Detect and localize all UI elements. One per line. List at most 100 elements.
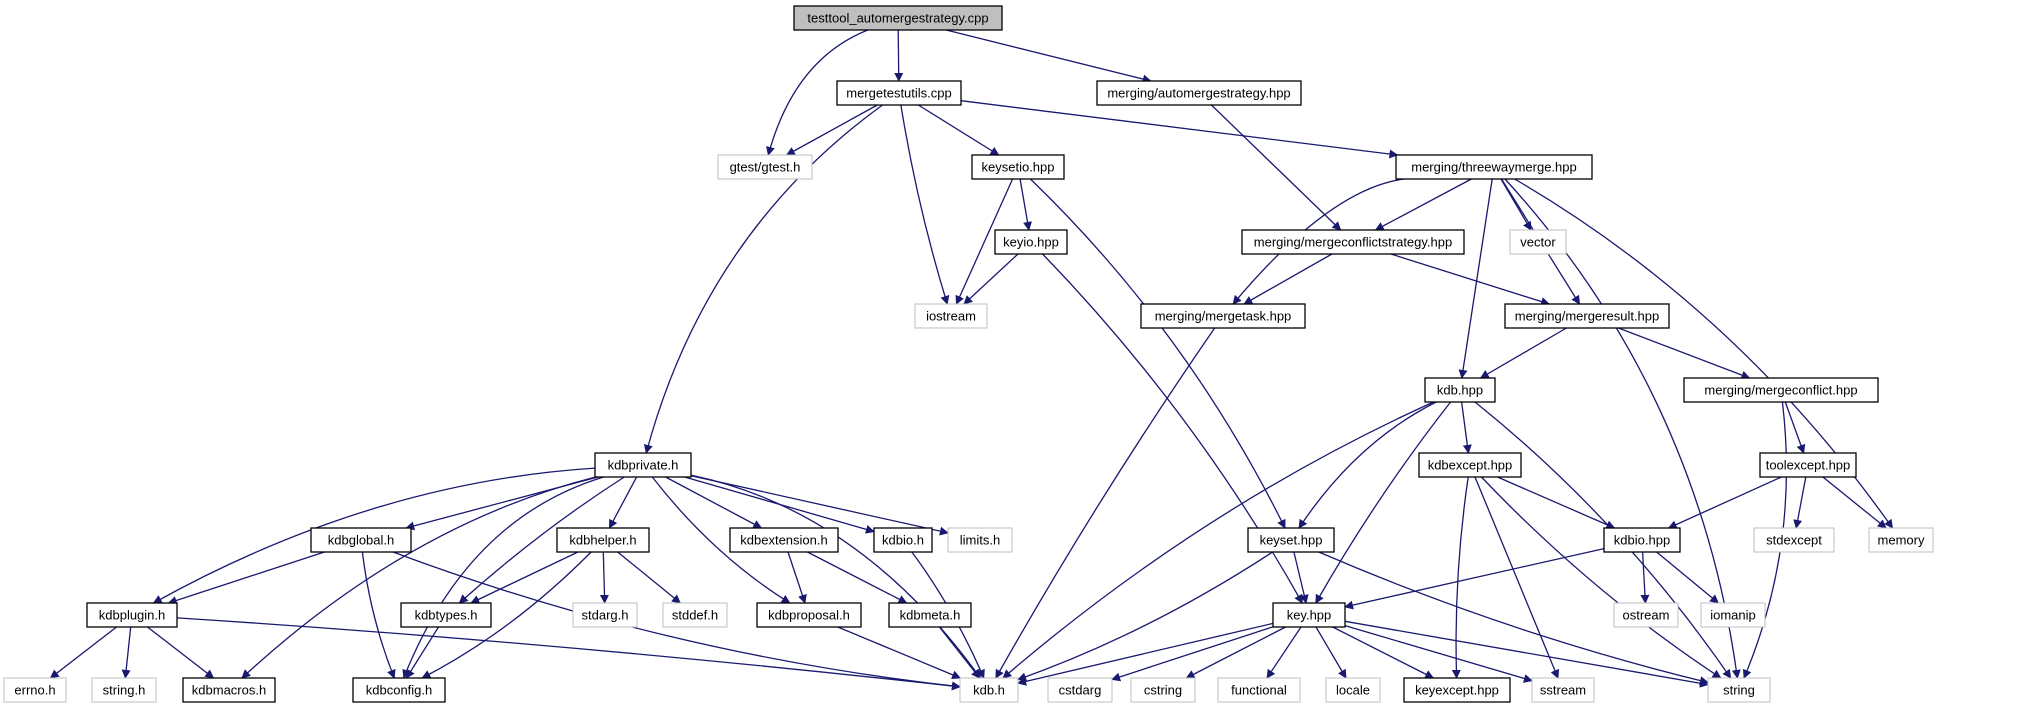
node-box bbox=[971, 154, 1065, 180]
edge-kdbhelper-to-stddef bbox=[617, 551, 681, 604]
node-string: string bbox=[1707, 677, 1771, 703]
node-root[interactable]: testtool_automergestrategy.cpp bbox=[793, 5, 1003, 31]
node-automergestrategy[interactable]: merging/automergestrategy.hpp bbox=[1096, 80, 1302, 106]
node-kdbexcept[interactable]: kdbexcept.hpp bbox=[1418, 452, 1522, 478]
node-box bbox=[756, 602, 862, 628]
edge-keysetio-to-iostream bbox=[955, 178, 1014, 305]
node-kdbhpp[interactable]: kdb.hpp bbox=[1424, 377, 1496, 403]
node-sstream: sstream bbox=[1531, 677, 1595, 703]
node-gtest: gtest/gtest.h bbox=[717, 154, 813, 180]
node-box bbox=[994, 229, 1068, 255]
node-kdbmacros[interactable]: kdbmacros.h bbox=[182, 677, 276, 703]
node-mergeconflict[interactable]: merging/mergeconflict.hpp bbox=[1683, 377, 1879, 403]
node-keyhpp[interactable]: key.hpp bbox=[1272, 602, 1346, 628]
node-box bbox=[1531, 677, 1595, 703]
node-mergeconflictstrategy[interactable]: merging/mergeconflictstrategy.hpp bbox=[1241, 229, 1465, 255]
edge-keyhpp-to-cstdarg bbox=[1111, 626, 1274, 682]
edge-kdbglobal-to-kdbplugin bbox=[167, 551, 325, 605]
node-box bbox=[1753, 527, 1835, 553]
edge-kdbio_hpp-to-ostream bbox=[1640, 551, 1650, 604]
edge-kdbhelper-to-stdarg bbox=[599, 551, 609, 604]
node-kdbconfig[interactable]: kdbconfig.h bbox=[352, 677, 446, 703]
node-keyset[interactable]: keyset.hpp bbox=[1247, 527, 1335, 553]
edge-mergetestutils-to-gtest bbox=[785, 104, 878, 156]
node-label: keysetio.hpp bbox=[982, 160, 1055, 175]
edge-kdbprivate-to-kdbconfig bbox=[402, 476, 604, 679]
node-kdbtypes[interactable]: kdbtypes.h bbox=[400, 602, 492, 628]
edge-kdbmeta-to-kdb_h bbox=[938, 626, 981, 679]
node-box bbox=[1509, 229, 1567, 255]
node-box bbox=[1603, 527, 1681, 553]
node-label: locale bbox=[1336, 683, 1370, 698]
node-limits: limits.h bbox=[947, 527, 1013, 553]
edge-mergetestutils-to-kdbprivate bbox=[643, 104, 883, 454]
node-mergetestutils[interactable]: mergetestutils.cpp bbox=[836, 80, 962, 106]
edge-kdbhelper-to-kdbconfig bbox=[421, 551, 592, 679]
node-kdbglobal[interactable]: kdbglobal.h bbox=[310, 527, 412, 553]
edge-keyhpp-to-kdb_h bbox=[1017, 622, 1274, 686]
node-mergetask[interactable]: merging/mergetask.hpp bbox=[1140, 303, 1306, 329]
node-label: kdbio.hpp bbox=[1614, 533, 1670, 548]
node-ostream: ostream bbox=[1613, 602, 1679, 628]
edge-kdbhpp-to-keyhpp bbox=[1315, 401, 1452, 604]
node-locale: locale bbox=[1325, 677, 1381, 703]
node-kdbproposal[interactable]: kdbproposal.h bbox=[756, 602, 862, 628]
node-toolexcept[interactable]: toolexcept.hpp bbox=[1759, 452, 1857, 478]
node-keyio[interactable]: keyio.hpp bbox=[994, 229, 1068, 255]
node-errno: errno.h bbox=[3, 677, 67, 703]
node-box bbox=[1683, 377, 1879, 403]
edge-mergetestutils-to-keysetio bbox=[917, 104, 1000, 156]
node-box bbox=[662, 602, 728, 628]
node-box bbox=[1418, 452, 1522, 478]
edge-threewaymerge-to-kdbhpp bbox=[1458, 178, 1493, 379]
node-vector: vector bbox=[1509, 229, 1567, 255]
edge-kdbprivate-to-kdbplugin bbox=[152, 467, 596, 604]
edge-keysetio-to-keyset bbox=[1029, 178, 1286, 529]
node-memory: memory bbox=[1868, 527, 1934, 553]
node-box bbox=[836, 80, 962, 106]
node-kdbio_h[interactable]: kdbio.h bbox=[873, 527, 933, 553]
node-box bbox=[1613, 602, 1679, 628]
edge-toolexcept-to-memory bbox=[1822, 476, 1887, 529]
node-threewaymerge[interactable]: merging/threewaymerge.hpp bbox=[1395, 154, 1593, 180]
node-box bbox=[182, 677, 276, 703]
node-label: kdb.hpp bbox=[1437, 383, 1483, 398]
edge-keyset-to-string bbox=[1318, 551, 1709, 685]
node-mergeresult[interactable]: merging/mergeresult.hpp bbox=[1504, 303, 1670, 329]
node-box bbox=[959, 677, 1019, 703]
node-label: ostream bbox=[1623, 608, 1670, 623]
edge-kdbextension-to-kdbproposal bbox=[787, 551, 807, 604]
node-keyexcept[interactable]: keyexcept.hpp bbox=[1403, 677, 1511, 703]
edge-kdbglobal-to-kdb_h bbox=[392, 551, 961, 691]
node-kdbextension[interactable]: kdbextension.h bbox=[729, 527, 839, 553]
node-box bbox=[888, 602, 972, 628]
node-label: keyexcept.hpp bbox=[1415, 683, 1499, 698]
node-keysetio[interactable]: keysetio.hpp bbox=[971, 154, 1065, 180]
node-cstdarg: cstdarg bbox=[1047, 677, 1113, 703]
edge-kdbhpp-to-kdbexcept bbox=[1460, 401, 1472, 454]
node-kdbhelper[interactable]: kdbhelper.h bbox=[556, 527, 650, 553]
node-box bbox=[1130, 677, 1196, 703]
node-stdarg: stdarg.h bbox=[572, 602, 638, 628]
node-string_h: string.h bbox=[91, 677, 157, 703]
node-stddef: stddef.h bbox=[662, 602, 728, 628]
node-box bbox=[717, 154, 813, 180]
edge-root-to-gtest bbox=[766, 29, 869, 156]
node-kdbio_hpp[interactable]: kdbio.hpp bbox=[1603, 527, 1681, 553]
edge-keyhpp-to-keyexcept bbox=[1332, 626, 1435, 679]
node-box bbox=[1403, 677, 1511, 703]
edge-kdbproposal-to-kdb_h bbox=[837, 626, 962, 680]
edge-keyset-to-keyhpp bbox=[1293, 551, 1309, 604]
node-box bbox=[1325, 677, 1381, 703]
edge-root-to-mergetestutils bbox=[894, 29, 904, 82]
node-box bbox=[1140, 303, 1306, 329]
node-label: merging/mergeconflictstrategy.hpp bbox=[1254, 235, 1452, 250]
edge-kdbio_hpp-to-keyhpp bbox=[1344, 547, 1605, 610]
node-kdbprivate[interactable]: kdbprivate.h bbox=[594, 452, 692, 478]
node-kdbplugin[interactable]: kdbplugin.h bbox=[86, 602, 178, 628]
node-kdbmeta[interactable]: kdbmeta.h bbox=[888, 602, 972, 628]
edge-kdbglobal-to-kdbconfig bbox=[361, 551, 396, 679]
edge-kdbexcept-to-string bbox=[1480, 476, 1722, 679]
edge-keyhpp-to-sstream bbox=[1344, 624, 1533, 683]
node-box bbox=[1247, 527, 1335, 553]
